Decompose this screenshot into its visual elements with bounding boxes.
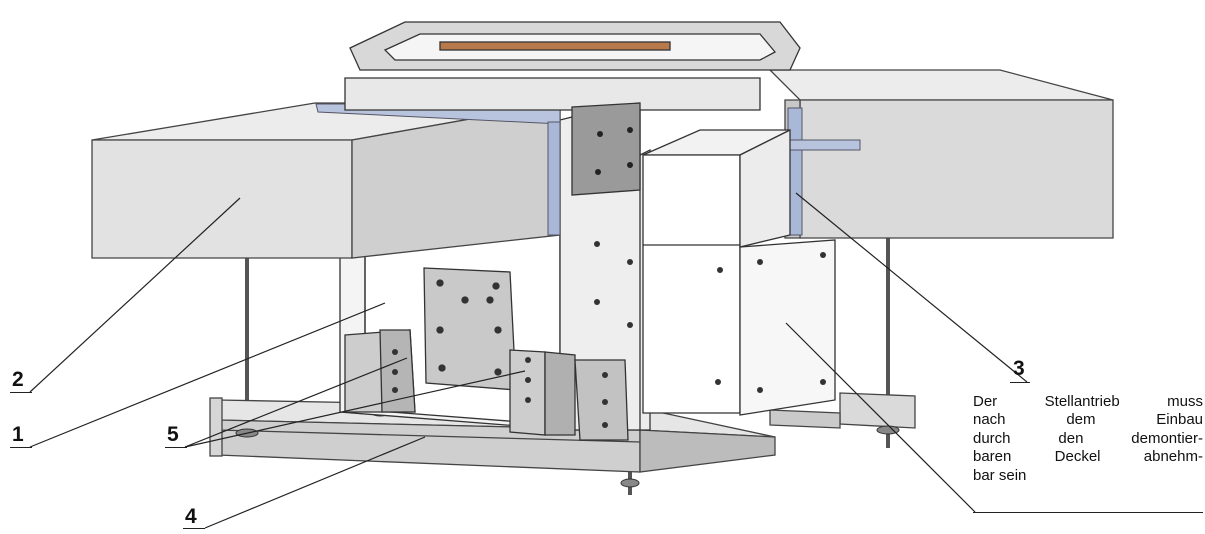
callout-3-underline xyxy=(1010,382,1030,383)
note-line: durch den demontier- xyxy=(973,429,1203,447)
callout-5-underline xyxy=(165,447,187,448)
callout-4: 4 xyxy=(185,505,197,528)
note-line: nach dem Einbau xyxy=(973,411,1203,429)
note-line: baren Deckel abnehm- xyxy=(973,448,1203,466)
callout-1-underline xyxy=(10,447,32,448)
insulation-slab-left xyxy=(91,102,561,259)
callout-5: 5 xyxy=(167,423,179,446)
note-underline xyxy=(973,512,1203,513)
callout-4-underline xyxy=(183,528,205,529)
callout-3: 3 xyxy=(1013,357,1025,380)
angle-brackets xyxy=(344,329,629,441)
callout-1: 1 xyxy=(12,423,24,446)
actuator-housing xyxy=(642,128,836,416)
note-line: bar sein xyxy=(973,466,1027,484)
corner-bracket xyxy=(571,102,641,196)
note-line: Der Stellantrieb muss xyxy=(973,393,1203,410)
right-rail xyxy=(769,392,916,429)
inspection-plate xyxy=(423,267,517,391)
insulation-slab-right xyxy=(768,69,1114,239)
callout-2-underline xyxy=(10,392,32,393)
callout-2: 2 xyxy=(12,368,24,391)
top-collar xyxy=(344,21,801,111)
actuator-note: Der Stellantrieb muss nach dem Einbau du… xyxy=(973,393,1203,485)
leader-lines xyxy=(29,192,1028,529)
